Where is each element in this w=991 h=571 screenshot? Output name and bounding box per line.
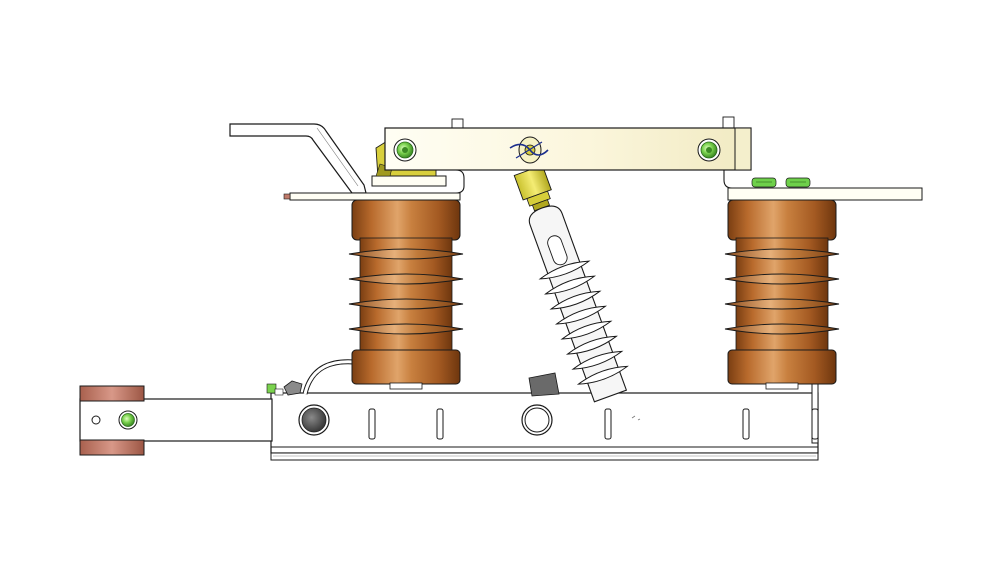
insulator-shed [724,248,840,260]
insulator-shed [348,298,464,310]
terminal-bolt-2 [785,177,811,188]
spring-turn [554,305,608,325]
insulator-shed [724,323,840,335]
insulator-left [348,199,464,390]
arrester-spring [538,260,629,385]
spring-turn [560,320,613,340]
spring-turn [538,260,591,280]
operating-rod-assembly [513,164,629,403]
insulator-bottom-cap [727,349,837,385]
frame-slot [811,408,819,440]
insulator-shed [348,323,464,335]
frame-slot [368,408,376,440]
frame-hole-dark-knob [298,404,330,436]
insulator-top-cap [351,199,461,241]
frame-slot [436,408,444,440]
switch-blade [384,116,752,171]
insulator-right [724,199,840,390]
insulator-shed [348,248,464,260]
frame-hole-open [521,404,553,436]
frame-slot [742,408,750,440]
spring-turn [549,290,602,310]
switch-handle [229,123,367,194]
insulator-top-cap [727,199,837,241]
frame-slots [368,408,819,440]
base-frame [270,382,819,461]
mounting-plate-right [723,170,923,201]
insulator-shed [724,298,840,310]
spring-turn [576,365,629,385]
insulator-bottom-cap [351,349,461,385]
frame-slot [604,408,612,440]
insulator-shed [724,273,840,285]
spring-turn [565,335,618,355]
blade-bolt-right [697,138,721,162]
blade-bolt-left [393,138,417,162]
terminal-bolt-1 [751,177,777,188]
arm-bolt [118,410,138,430]
wedge-block [528,372,560,397]
ground-arm-extension [79,385,273,456]
insulator-foot [765,382,799,390]
blade-center-pivot [509,136,549,164]
ground-cable [266,359,355,396]
spring-turn [571,350,624,370]
insulator-foot [389,382,423,390]
insulator-shed [348,273,464,285]
spring-turn [544,275,597,295]
